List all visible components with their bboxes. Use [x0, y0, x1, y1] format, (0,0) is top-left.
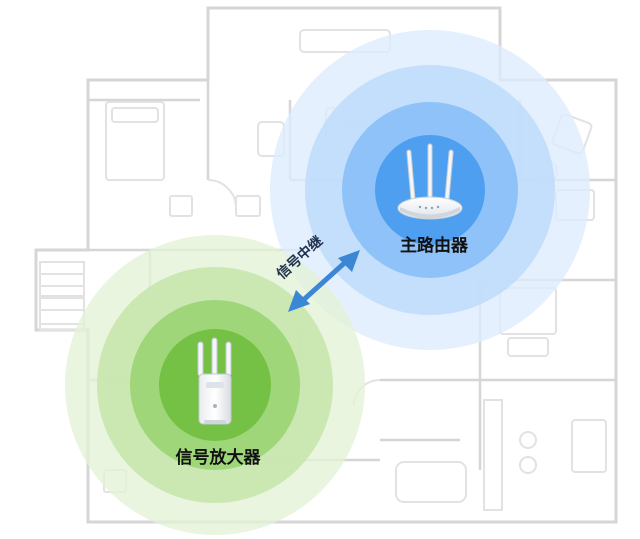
stove-2	[519, 456, 537, 474]
extender-label: 信号放大器	[176, 447, 262, 468]
extender-icon	[197, 337, 232, 425]
bed-pillow	[111, 107, 159, 123]
chair-dining	[507, 337, 549, 357]
stairs	[39, 261, 85, 325]
door-arc-1	[207, 179, 237, 209]
sink	[571, 419, 607, 473]
bathtub	[395, 461, 467, 503]
stove-1	[519, 431, 537, 449]
kitchen-counter	[483, 399, 503, 511]
router-icon	[397, 143, 463, 220]
nightstand	[169, 195, 193, 217]
stair-steps	[40, 273, 84, 311]
bed	[105, 101, 165, 181]
relay-link-arrow	[288, 250, 360, 312]
router-label: 主路由器	[400, 235, 469, 256]
cabinet	[235, 195, 261, 217]
